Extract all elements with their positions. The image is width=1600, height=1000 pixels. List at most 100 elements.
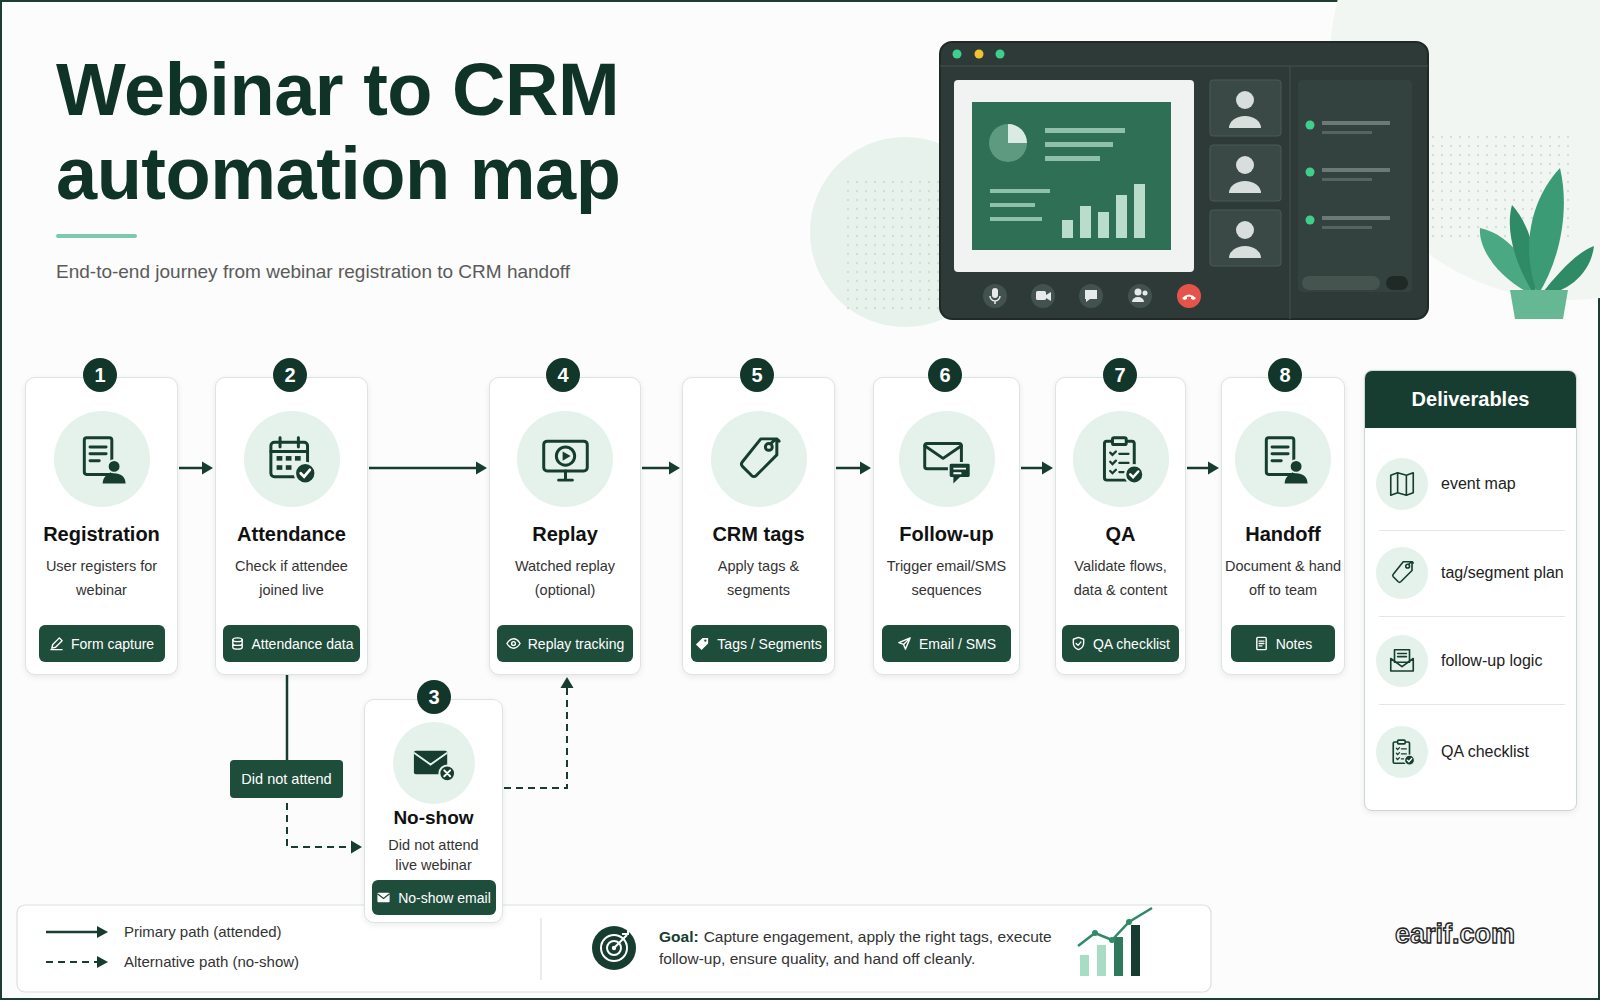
illustration-part	[1062, 220, 1073, 238]
illustration-part	[264, 432, 319, 487]
illustration-part	[1143, 291, 1148, 296]
illustration-part	[1236, 91, 1254, 109]
legend-text: Alternative path (no-show)	[124, 952, 299, 972]
illustration-part	[1080, 206, 1091, 238]
illustration-part	[1322, 178, 1372, 181]
step-description: Did not attend live webinar	[379, 835, 489, 875]
arrowhead	[1042, 462, 1053, 475]
illustration-part	[507, 639, 520, 648]
pill-icon	[897, 636, 912, 651]
illustration-part	[277, 456, 283, 461]
step-icon	[731, 432, 786, 487]
pill-text: Form capture	[71, 636, 154, 652]
step-icon	[1256, 432, 1311, 487]
pill-icon	[1071, 636, 1086, 651]
illustration-part	[232, 640, 241, 649]
connector	[1187, 462, 1219, 475]
illustration-part	[1289, 460, 1302, 473]
illustration-part	[301, 469, 310, 476]
tool-pill: Replay tracking	[497, 625, 633, 662]
illustration-part	[614, 928, 628, 948]
illustration-part	[378, 893, 390, 902]
process-card: Follow-upTrigger email/SMS sequencesEmai…	[873, 377, 1020, 675]
illustration-part	[1182, 295, 1196, 301]
panel-title: Deliverables	[1365, 371, 1576, 428]
illustration-part	[940, 42, 1428, 319]
deliverables-panel: Deliverablesevent maptag/segment planfol…	[1364, 370, 1577, 811]
illustration-part	[919, 432, 974, 487]
step-description: Watched replay (optional)	[503, 554, 627, 602]
step-description: Validate flows, data & content	[1062, 554, 1180, 602]
pill-text: Attendance data	[252, 636, 354, 652]
illustration-part	[558, 470, 572, 479]
illustration-part	[1322, 226, 1372, 229]
step-description: User registers for webinar	[46, 554, 158, 602]
item-glyph	[1387, 469, 1417, 499]
step-icon	[1093, 432, 1148, 487]
illustration-part	[1210, 80, 1281, 136]
illustration-part	[543, 441, 587, 471]
illustration-part	[953, 476, 960, 483]
illustration-part	[414, 752, 447, 764]
connector	[836, 462, 871, 475]
legend-text: Primary path (attended)	[124, 922, 282, 942]
icon-circle	[54, 411, 150, 507]
illustration-part	[1132, 297, 1144, 302]
illustration-part	[286, 465, 292, 470]
illustration-part	[17, 905, 1211, 992]
goal-body: Capture engagement, apply the right tags…	[659, 928, 1052, 967]
illustration-part	[1254, 636, 1269, 651]
step-icon	[74, 432, 129, 487]
callout-number: 6	[928, 358, 962, 392]
illustration-part	[1236, 156, 1254, 174]
illustration-part	[286, 456, 292, 461]
illustration-part	[1322, 216, 1390, 220]
callout-number: 3	[417, 680, 451, 714]
arrowhead	[1208, 462, 1219, 475]
illustration-part	[49, 636, 64, 651]
tool-pill: No-show email	[372, 880, 496, 915]
process-card: HandoffDocument & hand off to teamNotes	[1221, 377, 1345, 675]
separator	[1379, 530, 1565, 531]
connector-line	[836, 467, 863, 470]
icon-circle	[517, 411, 613, 507]
edge-label: Did not attend	[230, 760, 343, 798]
icon-circle	[1073, 411, 1169, 507]
step-description: Trigger email/SMS sequences	[877, 554, 1017, 602]
pill-text: Tags / Segments	[717, 636, 821, 652]
illustration-part	[1076, 642, 1081, 645]
pill-icon	[376, 890, 391, 905]
step-title: QA	[1056, 522, 1185, 546]
illustration-part	[1405, 755, 1415, 765]
connector-line	[1187, 467, 1211, 470]
illustration-part	[990, 217, 1042, 221]
illustration-part	[990, 189, 1050, 193]
pill-icon	[695, 636, 710, 651]
step-description: Apply tags & segments	[699, 554, 819, 602]
pill-text: Replay tracking	[528, 636, 625, 652]
tool-pill: Notes	[1231, 625, 1335, 662]
illustration-part	[1125, 465, 1143, 483]
step-icon	[538, 432, 593, 487]
subtitle: End-to-end journey from webinar registra…	[56, 261, 756, 283]
illustration-part	[1210, 210, 1281, 266]
icon-circle	[244, 411, 340, 507]
item-icon	[1376, 726, 1428, 778]
illustration-part	[1272, 446, 1288, 460]
callout-number: 4	[546, 358, 580, 392]
step-title: CRM tags	[683, 522, 834, 546]
illustration-part	[511, 642, 515, 646]
illustration-part	[954, 80, 1194, 272]
illustration-part	[1322, 121, 1390, 125]
illustration-part	[1229, 181, 1261, 193]
illustration-part	[1395, 650, 1410, 663]
illustration-part	[506, 636, 521, 651]
goal-text: Goal:Capture engagement, apply the right…	[659, 926, 1054, 970]
illustration-part	[376, 890, 391, 905]
item-icon	[1376, 458, 1428, 510]
illustration-part	[975, 50, 984, 59]
pill-text: Email / SMS	[919, 636, 996, 652]
illustration-part	[556, 446, 574, 464]
illustration-part	[771, 439, 779, 443]
